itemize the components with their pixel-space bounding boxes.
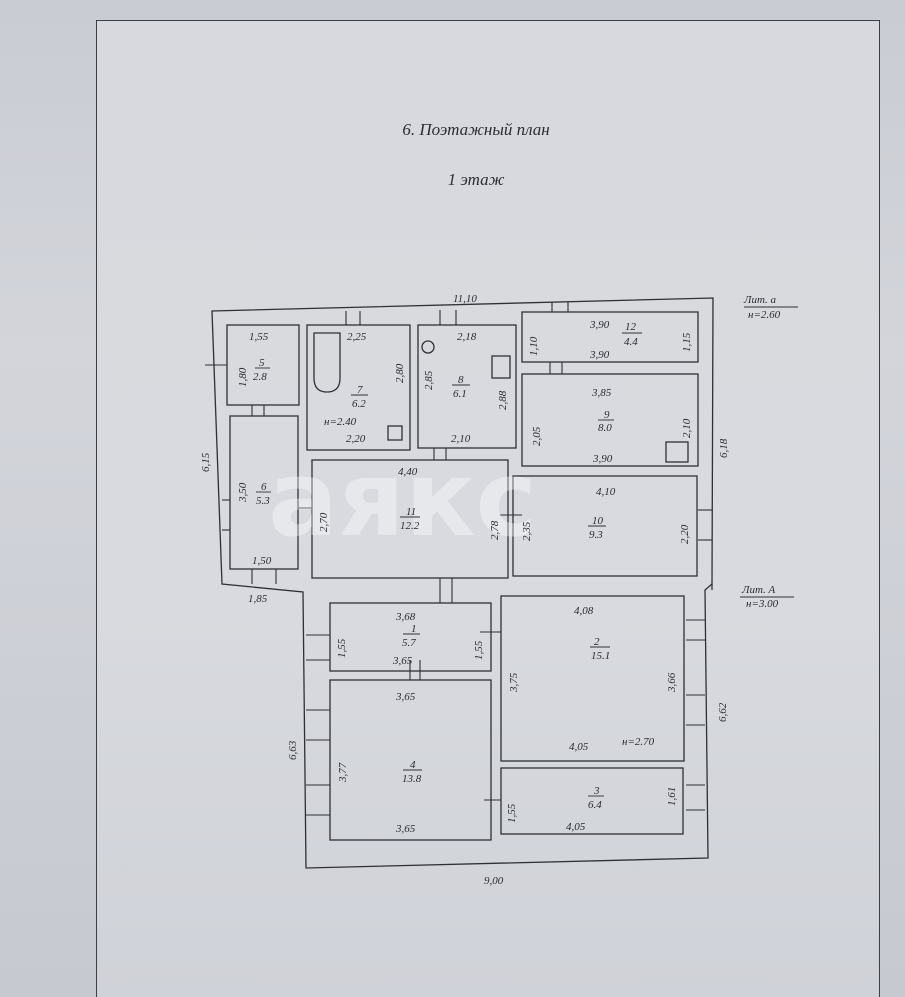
room-10-outline xyxy=(512,475,698,577)
dim-right-upper: 6,18 xyxy=(718,438,730,458)
room-4-dim-top: 3,65 xyxy=(395,691,416,703)
room-1-dim-bottom: 3,65 xyxy=(392,655,413,667)
room-11-dim-top: 4,40 xyxy=(398,466,418,478)
room-8-area: 6.1 xyxy=(453,388,467,400)
room-10-dim-right: 2,20 xyxy=(679,524,691,544)
room-3-area: 6.4 xyxy=(588,799,602,811)
room-12-dim-top: 3,90 xyxy=(589,319,610,331)
room-11-area: 12.2 xyxy=(400,520,420,532)
room-12-dim-bottom: 3,90 xyxy=(589,349,610,361)
room-3-dim-left: 1,55 xyxy=(506,803,518,823)
room-8-dim-bottom: 2,10 xyxy=(451,433,471,445)
watermark: аякс xyxy=(268,438,537,560)
room-3-dim-bottom: 4,05 xyxy=(566,821,586,833)
room-7-area: 6.2 xyxy=(352,398,366,410)
room-2-number: 2 xyxy=(594,636,600,648)
section-title: 6. Поэтажный план xyxy=(402,120,550,139)
room-8-dim-right: 2,88 xyxy=(497,390,509,410)
room-9-dim-left: 2,05 xyxy=(531,426,543,446)
room-11-outline xyxy=(311,459,509,579)
room-9-dim-top: 3,85 xyxy=(591,387,612,399)
dim-left-upper: 6,15 xyxy=(200,452,212,472)
room-3-outline xyxy=(500,767,684,835)
dim-bottom-width: 9,00 xyxy=(484,875,504,887)
room-4-area: 13.8 xyxy=(402,773,422,785)
room-2-dim-right: 3,66 xyxy=(666,672,678,693)
lit-a-small-name: Лит. а xyxy=(743,294,777,306)
room-11-number: 11 xyxy=(406,506,416,518)
room-5-number: 5 xyxy=(259,357,265,369)
room-5-dim-top: 1,55 xyxy=(249,331,269,343)
room-4-dim-left: 3,77 xyxy=(337,762,349,783)
room-2-height: н=2.70 xyxy=(622,736,655,748)
dim-right-lower: 6,62 xyxy=(717,702,729,722)
room-4-number: 4 xyxy=(410,759,416,771)
room-1-area: 5.7 xyxy=(402,637,416,649)
room-6-dim-side: 3,50 xyxy=(237,482,249,503)
lit-a-big-name: Лит. А xyxy=(741,584,776,596)
room-11-dim-left: 2,70 xyxy=(318,512,330,532)
room-7-dim-top: 2,25 xyxy=(347,331,367,343)
toilet-icon xyxy=(387,425,403,441)
lit-a-small-height: н=2.60 xyxy=(748,309,781,321)
room-6-number: 6 xyxy=(261,481,267,493)
stove-icon xyxy=(491,355,511,379)
outer-wall xyxy=(211,297,714,869)
room-9-outline xyxy=(521,373,699,467)
room-2-area: 15.1 xyxy=(591,650,610,662)
room-1-dim-left: 1,55 xyxy=(336,638,348,658)
room-9-dim-bottom: 3,90 xyxy=(592,453,613,465)
room-7-height: н=2.40 xyxy=(324,416,357,428)
room-7-outline xyxy=(306,324,411,451)
room-10-dim-top: 4,10 xyxy=(596,486,616,498)
room-9-area: 8.0 xyxy=(598,422,612,434)
room-1-dim-top: 3,68 xyxy=(395,611,416,623)
room-8-dim-top: 2,18 xyxy=(457,331,477,343)
room-2-dim-left: 3,75 xyxy=(508,672,520,693)
room-2-outline xyxy=(500,595,685,762)
room-7-number: 7 xyxy=(357,384,363,396)
room-7-dim-bottom: 2,20 xyxy=(346,433,366,445)
room-12-area: 4.4 xyxy=(624,336,638,348)
room-1-dim-right: 1,55 xyxy=(473,640,485,660)
room-10-number: 10 xyxy=(592,515,604,527)
dim-left-offset: 1,85 xyxy=(248,593,268,605)
room-6-dim-bottom: 1,50 xyxy=(252,555,272,567)
room-3-number: 3 xyxy=(593,785,600,797)
room-3-dim-right: 1,61 xyxy=(666,787,678,806)
room-4-dim-bottom: 3,65 xyxy=(395,823,416,835)
room-8-dim-left: 2,85 xyxy=(423,370,435,390)
dim-left-lower: 6,63 xyxy=(287,740,299,760)
room-12-dim-right: 1,15 xyxy=(681,332,693,352)
room-11-dim-right: 2,78 xyxy=(489,520,501,540)
room-9-number: 9 xyxy=(604,409,610,421)
dim-top-width: 11,10 xyxy=(453,293,477,305)
room-10-area: 9.3 xyxy=(589,529,603,541)
bathtub-icon xyxy=(313,332,341,393)
room-2-dim-top: 4,08 xyxy=(574,605,594,617)
room-1-number: 1 xyxy=(411,623,417,635)
room-labels: 1,55 1,80 5 2.8 2,25 2,80 2,20 7 6.2 н=2… xyxy=(237,319,693,835)
heater-icon xyxy=(665,441,689,463)
room-9-dim-right: 2,10 xyxy=(681,418,693,438)
room-10-dim-left: 2,35 xyxy=(521,521,533,541)
room-8-number: 8 xyxy=(458,374,464,386)
room-5-dim-side: 1,80 xyxy=(237,367,249,387)
room-2-dim-bottom: 4,05 xyxy=(569,741,589,753)
room-8-outline xyxy=(417,324,517,449)
document-sheet xyxy=(96,20,880,997)
room-7-dim-side: 2,80 xyxy=(394,363,406,383)
room-5-area: 2.8 xyxy=(253,371,267,383)
room-12-number: 12 xyxy=(625,321,637,333)
lit-a-big-height: н=3.00 xyxy=(746,598,779,610)
floor-title: 1 этаж xyxy=(447,170,505,189)
room-12-dim-left: 1,10 xyxy=(528,336,540,356)
room-12-outline xyxy=(521,311,699,363)
sink-icon xyxy=(421,340,435,354)
room-6-area: 5.3 xyxy=(256,495,270,507)
